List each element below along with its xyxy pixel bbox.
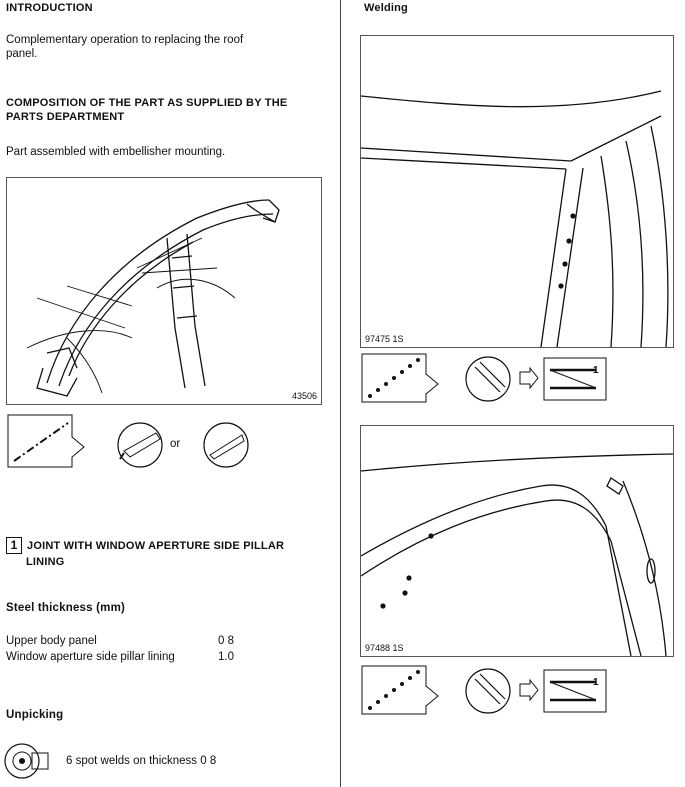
figure2-ref: 97475 1S xyxy=(365,334,404,344)
unpicking-text: 6 spot welds on thickness 0 8 xyxy=(66,755,217,767)
spot-weld-icons-2 xyxy=(361,665,607,715)
figure-welding-2: 97488 1S xyxy=(360,425,674,657)
roof-pillar-drawing-1 xyxy=(361,90,669,347)
intro-text-line2: panel. xyxy=(6,48,38,60)
figure-welding-1: 97475 1S xyxy=(360,35,674,348)
steel-row-1-value: 0 8 xyxy=(218,635,234,647)
pillar-part-drawing xyxy=(26,199,280,397)
joint-heading-line2: LINING xyxy=(26,556,65,568)
composition-text: Part assembled with embellisher mounting… xyxy=(6,146,226,158)
unpicking-heading: Unpicking xyxy=(6,709,64,721)
or-label: or xyxy=(170,438,181,450)
composition-heading-line1: COMPOSITION OF THE PART AS SUPPLIED BY T… xyxy=(6,97,288,109)
roof-pillar-drawing-2 xyxy=(361,453,673,656)
cut-line-icon xyxy=(7,414,249,468)
intro-heading: INTRODUCTION xyxy=(6,2,93,14)
intro-text-line1: Complementary operation to replacing the… xyxy=(6,34,244,46)
steel-row-2-part: Window aperture side pillar lining xyxy=(6,651,175,663)
steel-row-1-part: Upper body panel xyxy=(6,635,97,647)
joint-heading: 1 JOINT WITH WINDOW APERTURE SIDE PILLAR xyxy=(6,537,284,554)
joint-number-badge: 1 xyxy=(6,537,22,554)
steel-heading: Steel thickness (mm) xyxy=(6,602,126,614)
weld-tag-2: 1 xyxy=(593,677,599,688)
spot-weld-icons-1 xyxy=(361,353,607,403)
steel-row-2-value: 1.0 xyxy=(218,651,234,663)
composition-heading-line2: PARTS DEPARTMENT xyxy=(6,111,125,123)
figure1-ref: 43506 xyxy=(291,391,317,401)
joint-heading-line1: JOINT WITH WINDOW APERTURE SIDE PILLAR xyxy=(27,540,285,552)
figure3-ref: 97488 1S xyxy=(365,643,404,653)
figure-part-assembly: 43506 xyxy=(6,177,322,405)
weld-tag-1: 1 xyxy=(593,365,599,376)
cut-method-icons: or xyxy=(6,413,256,468)
column-divider xyxy=(340,0,341,787)
drill-icon xyxy=(4,743,49,779)
welding-heading: Welding xyxy=(364,2,408,14)
